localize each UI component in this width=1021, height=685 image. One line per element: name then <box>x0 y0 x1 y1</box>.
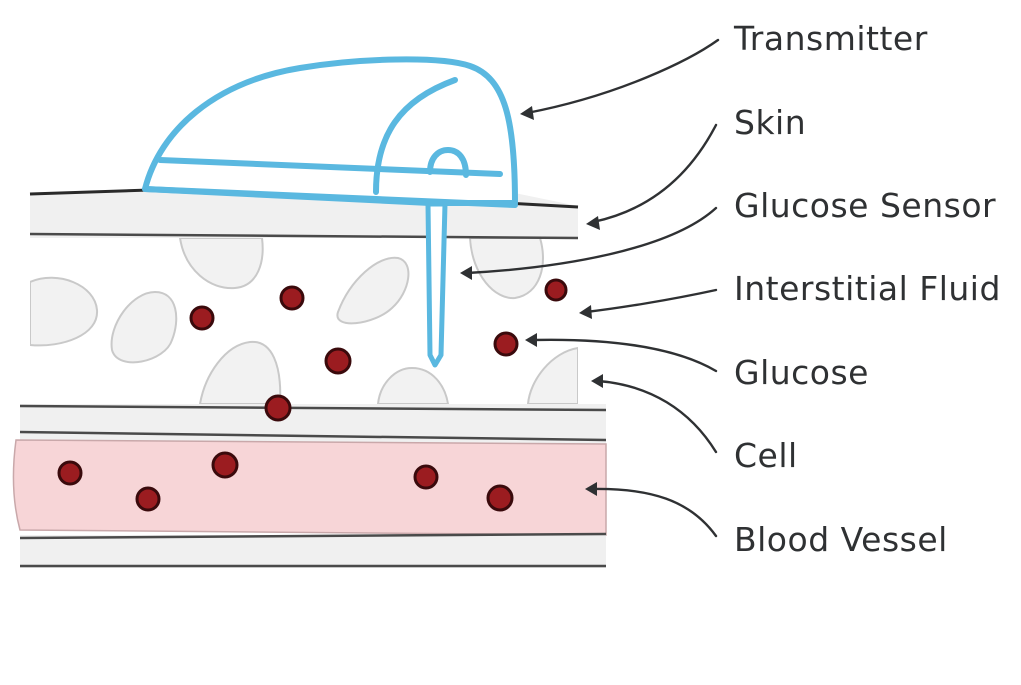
glucose-molecule <box>486 484 514 512</box>
cell <box>30 276 99 347</box>
glucose-molecule <box>211 451 239 479</box>
glucose-molecules <box>57 278 568 512</box>
label-cell: Cell <box>734 436 798 475</box>
cell <box>526 346 578 405</box>
glucose-molecule <box>135 486 161 512</box>
cell <box>198 340 282 405</box>
glucose-molecule <box>324 347 352 375</box>
glucose-molecule <box>264 394 292 422</box>
glucose-molecule <box>544 278 568 302</box>
label-blood-vessel: Blood Vessel <box>734 520 948 559</box>
blood-vessel <box>12 439 607 536</box>
vessel-lower-wall <box>19 532 607 568</box>
glucose-molecule <box>279 285 305 311</box>
label-glucose: Glucose <box>734 353 869 392</box>
glucose-molecule <box>493 331 519 357</box>
glucose-sensor-filament <box>425 201 448 368</box>
cell <box>468 238 544 300</box>
cells <box>30 238 578 405</box>
label-arrows <box>460 38 720 538</box>
cell <box>178 238 264 290</box>
label-transmitter: Transmitter <box>733 19 928 58</box>
cell <box>376 366 450 405</box>
cell <box>336 256 410 325</box>
vessel-upper-wall <box>19 404 607 444</box>
label-interstitial-fluid: Interstitial Fluid <box>734 269 1001 308</box>
cell <box>110 290 178 364</box>
glucose-molecule <box>189 305 215 331</box>
glucose-molecule <box>413 464 439 490</box>
glucose-molecule <box>57 460 83 486</box>
label-glucose-sensor: Glucose Sensor <box>734 186 996 225</box>
label-skin: Skin <box>734 103 806 142</box>
transmitter <box>142 56 518 208</box>
